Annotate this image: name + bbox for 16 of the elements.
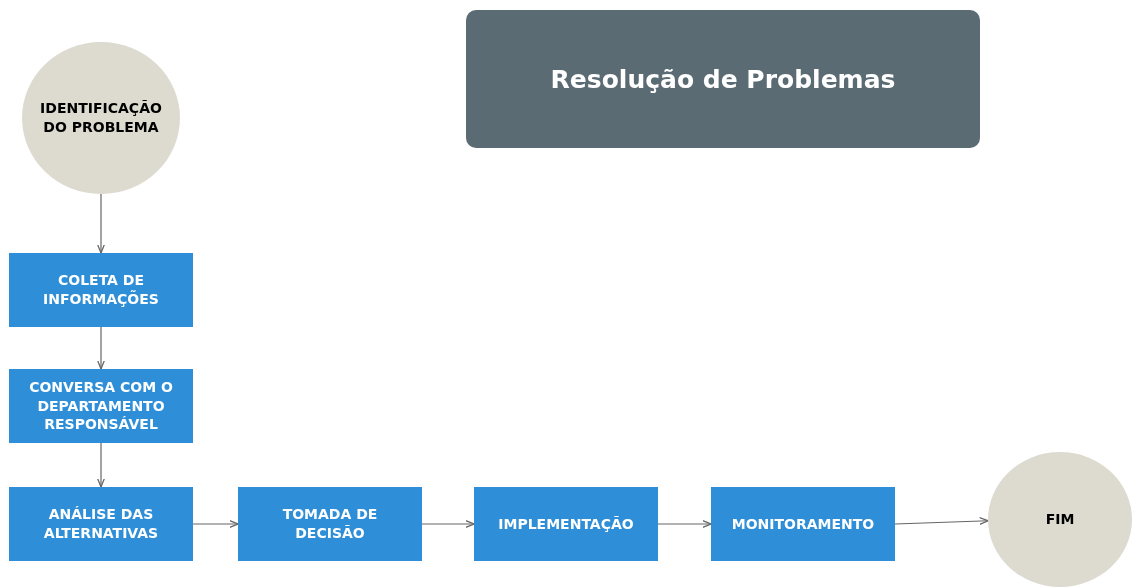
process-box: MONITORAMENTO [711, 487, 895, 561]
circle-node: FIM [988, 452, 1132, 587]
title-banner: Resolução de Problemas [466, 10, 980, 148]
arrow [421, 520, 475, 528]
arrow [97, 326, 105, 370]
circle-node: IDENTIFICAÇÃO DO PROBLEMA [22, 42, 180, 194]
arrow [657, 520, 712, 528]
arrow [894, 517, 989, 526]
process-box: COLETA DE INFORMAÇÕES [9, 253, 193, 327]
process-box: IMPLEMENTAÇÃO [474, 487, 658, 561]
arrow [97, 442, 105, 488]
arrow [97, 193, 105, 254]
process-box: TOMADA DE DECISÃO [238, 487, 422, 561]
process-box: ANÁLISE DAS ALTERNATIVAS [9, 487, 193, 561]
process-box: CONVERSA COM O DEPARTAMENTO RESPONSÁVEL [9, 369, 193, 443]
arrow [192, 520, 239, 528]
